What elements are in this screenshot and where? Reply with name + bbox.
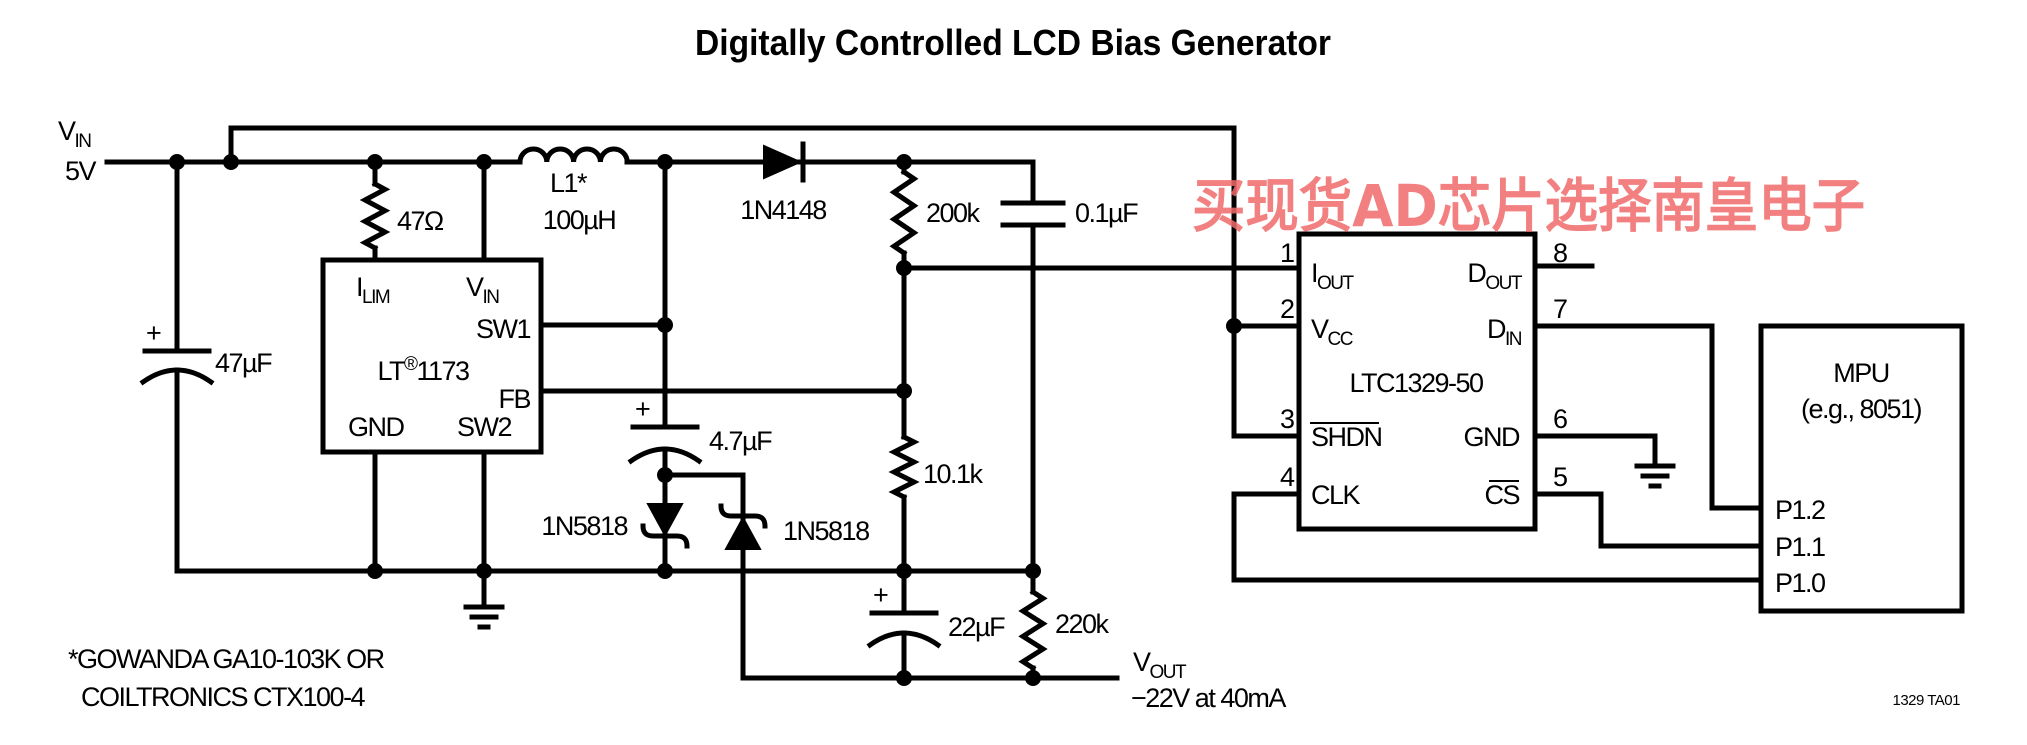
mpu-name: MPU: [1833, 358, 1889, 388]
ground-symbol: [463, 604, 505, 630]
resistor-47ohm: [359, 180, 391, 252]
ltc1329-name: LTC1329-50: [1349, 368, 1483, 398]
label-l1: L1*: [550, 168, 588, 198]
capacitor-22uf: [866, 610, 942, 649]
vout-wire: [662, 472, 1120, 681]
label-10-1k: 10.1k: [923, 459, 984, 489]
vout-label: VOUT: [1133, 647, 1187, 683]
pin-p1-1: P1.1: [1775, 532, 1825, 562]
pin-vcc: VCC: [1311, 314, 1353, 350]
label-1n4148: 1N4148: [740, 195, 826, 225]
pin-cs: CS: [1484, 480, 1519, 510]
resistor-200k: [889, 168, 919, 257]
lt1173-chip: [320, 257, 544, 455]
pin-gnd: GND: [1464, 422, 1521, 452]
pin-ilim: ILIM: [356, 272, 390, 308]
vout-value: −22V at 40mA: [1131, 683, 1286, 713]
label-0-1uf: 0.1µF: [1075, 198, 1138, 228]
clk-wire: [1231, 491, 1764, 583]
ground-rail: [174, 159, 1036, 574]
pin-number: 7: [1553, 294, 1567, 324]
pin-p1-2: P1.2: [1775, 495, 1825, 525]
plus-sign: +: [635, 394, 650, 424]
pin-sw1: SW1: [476, 314, 530, 344]
gnd-sw2-wire: [372, 449, 487, 610]
capacitor-0-1uf: [1000, 200, 1066, 228]
figure-id: 1329 TA01: [1892, 692, 1960, 709]
ground-symbol: [1634, 463, 1676, 489]
resistor-10k: [888, 433, 920, 501]
pin-fb: FB: [498, 384, 530, 414]
label-47ohm: 47Ω: [397, 206, 444, 236]
pin-number: 2: [1280, 294, 1294, 324]
plus-sign: +: [873, 580, 888, 610]
pin-vin: VIN: [466, 272, 499, 308]
schottky-diode-1: [640, 503, 690, 549]
inductor-l1: [517, 146, 630, 165]
label-1n5818: 1N5818: [783, 516, 869, 546]
pin-clk: CLK: [1311, 480, 1361, 510]
pin-shdn: SHDN: [1311, 422, 1382, 452]
pin-din: DIN: [1487, 314, 1522, 350]
pin-dout: DOUT: [1467, 258, 1523, 294]
pin-number: 3: [1280, 404, 1294, 434]
label-4-7uf: 4.7µF: [709, 426, 772, 456]
pin-number: 4: [1280, 462, 1295, 492]
pin-iout: IOUT: [1311, 258, 1355, 294]
vin-value: 5V: [65, 156, 97, 186]
din-wire: [1532, 323, 1764, 511]
pin-sw2: SW2: [457, 412, 511, 442]
pin-number: 1: [1280, 238, 1294, 268]
ltc1329-chip: [1296, 231, 1538, 532]
capacitor-4-7uf: [627, 424, 703, 465]
label-47uf: 47µF: [215, 348, 272, 378]
mpu-block: [1758, 323, 1965, 614]
label-200k: 200k: [926, 198, 981, 228]
pin-number: 6: [1553, 404, 1567, 434]
vin-label: VIN: [58, 116, 91, 152]
plus-sign: +: [146, 318, 161, 348]
page-title: Digitally Controlled LCD Bias Generator: [695, 22, 1331, 63]
label-220k: 220k: [1055, 609, 1110, 639]
junction-dots: [169, 154, 1242, 686]
schottky-diode-2: [718, 503, 768, 550]
gnd6-wire: [1532, 433, 1658, 469]
lt1173-name: LT®1173: [377, 354, 469, 386]
mpu-example: (e.g., 8051): [1801, 394, 1922, 424]
pin-number: 8: [1553, 238, 1567, 268]
vcc-bypass-wire: [228, 125, 1302, 439]
cs-wire: [1532, 491, 1764, 549]
pin-gnd: GND: [348, 412, 405, 442]
pin-p1-0: P1.0: [1775, 568, 1825, 598]
pin-number: 5: [1553, 462, 1567, 492]
label-100uh: 100µH: [543, 205, 616, 235]
wires: [104, 125, 1764, 681]
diode-1n4148: [763, 141, 806, 183]
watermark: 买现货AD芯片选择南皇电子: [1192, 172, 1865, 240]
label-22uf: 22µF: [948, 612, 1005, 642]
footnote-line: COILTRONICS CTX100-4: [81, 682, 366, 712]
capacitor-47uf: [139, 348, 215, 386]
resistor-220k: [1018, 588, 1048, 672]
footnote-line: *GOWANDA GA10-103K OR: [68, 644, 385, 674]
label-1n5818: 1N5818: [541, 511, 627, 541]
